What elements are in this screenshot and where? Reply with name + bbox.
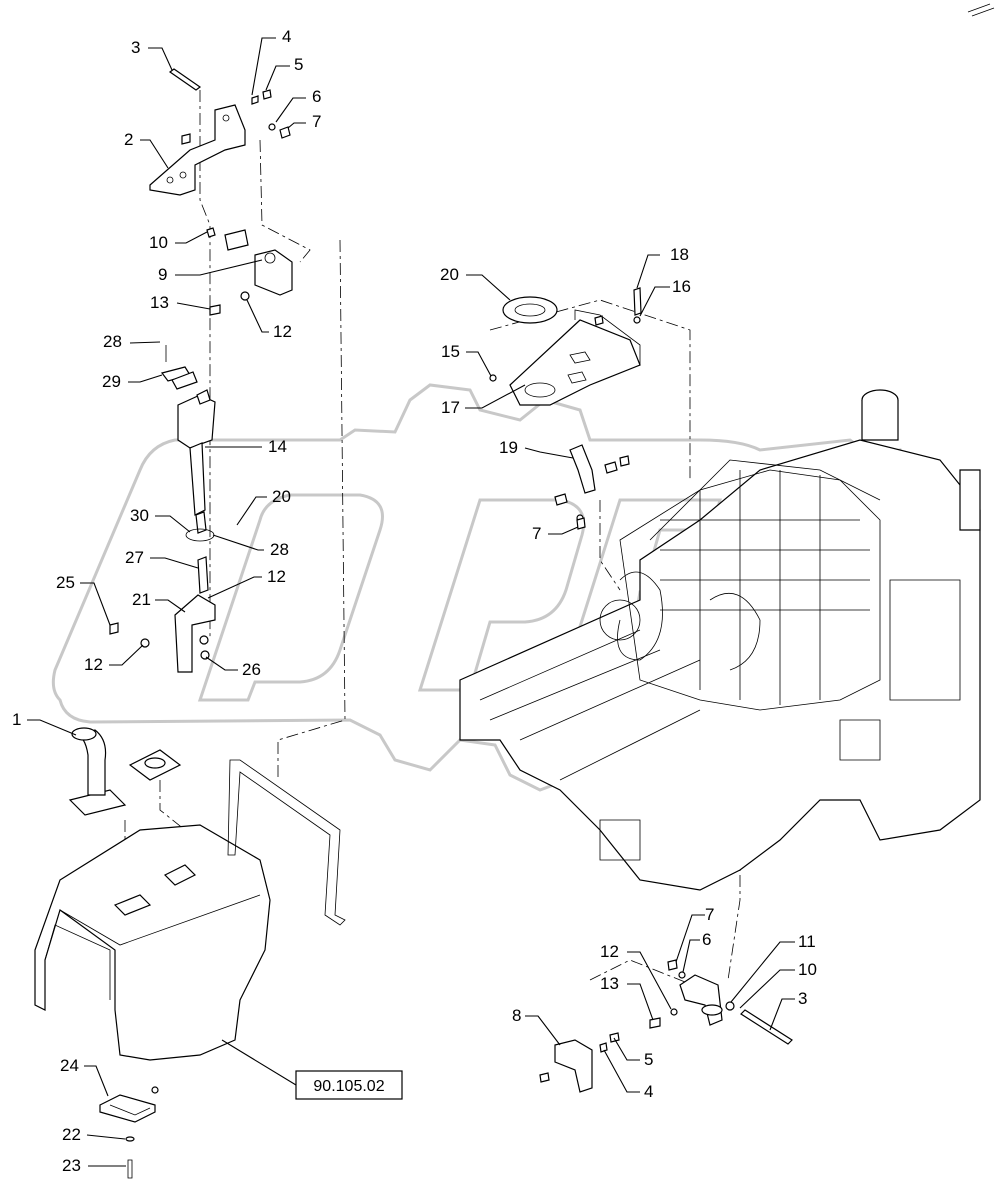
callout-labels: 3 4 5 6 7 2 10 9 13 12 28 29 14 20 30 28… [12,27,817,1175]
callout-7: 7 [705,905,714,924]
callout-30: 30 [130,506,149,525]
callout-13: 13 [150,293,169,312]
callout-25: 25 [56,573,75,592]
tractor-chassis [459,389,981,891]
callout-2: 2 [124,130,133,149]
callout-4: 4 [282,27,291,46]
reference-box-frame [295,1070,403,1100]
callout-27: 27 [125,548,144,567]
callout-3: 3 [131,38,140,57]
callout-28: 28 [103,332,122,351]
callout-17: 17 [441,398,460,417]
callout-19: 19 [499,438,518,457]
callout-6: 6 [312,87,321,106]
retaining-pin [160,345,198,390]
callout-20: 20 [440,265,459,284]
leader-lines [27,37,795,1167]
callout-18: 18 [670,245,689,264]
callout-5: 5 [644,1050,653,1069]
callout-24: 24 [60,1056,79,1075]
bracket-19 [554,444,630,530]
lower-right-mount [539,959,793,1093]
callout-12: 12 [273,322,292,341]
callout-7: 7 [532,524,541,543]
callout-8: 8 [512,1006,521,1025]
callout-1: 1 [12,710,21,729]
callout-15: 15 [441,342,460,361]
callout-21: 21 [132,590,151,609]
callout-6: 6 [702,930,711,949]
callout-12: 12 [600,942,619,961]
callout-9: 9 [158,265,167,284]
callout-3: 3 [798,989,807,1008]
callout-12: 12 [84,655,103,674]
lower-bracket [109,556,216,673]
callout-4: 4 [644,1082,653,1101]
callout-5: 5 [294,55,303,74]
reference-box: 90.105.02 [295,1070,403,1100]
callout-26: 26 [242,660,261,679]
callout-22: 22 [62,1125,81,1144]
callout-10: 10 [798,960,817,979]
support-plate [489,287,642,406]
callout-29: 29 [102,372,121,391]
callout-14: 14 [268,437,287,456]
callout-20: 20 [272,487,291,506]
lift-cylinder [177,389,216,542]
callout-12: 12 [267,567,286,586]
callout-23: 23 [62,1156,81,1175]
assembly-lines [124,90,741,991]
upper-bracket-assembly [149,68,291,196]
exhaust-elbow [68,727,182,816]
callout-28: 28 [270,540,289,559]
callout-11: 11 [798,932,816,951]
reference-box-label: 90.105.02 [313,1078,384,1095]
callout-13: 13 [600,974,619,993]
lower-fasteners [99,1086,159,1179]
callout-7: 7 [312,112,321,131]
corner-mark [967,3,995,17]
callout-10: 10 [149,233,168,252]
callout-16: 16 [672,277,691,296]
hinge-plate [206,227,293,316]
hood-panel [34,759,346,1061]
